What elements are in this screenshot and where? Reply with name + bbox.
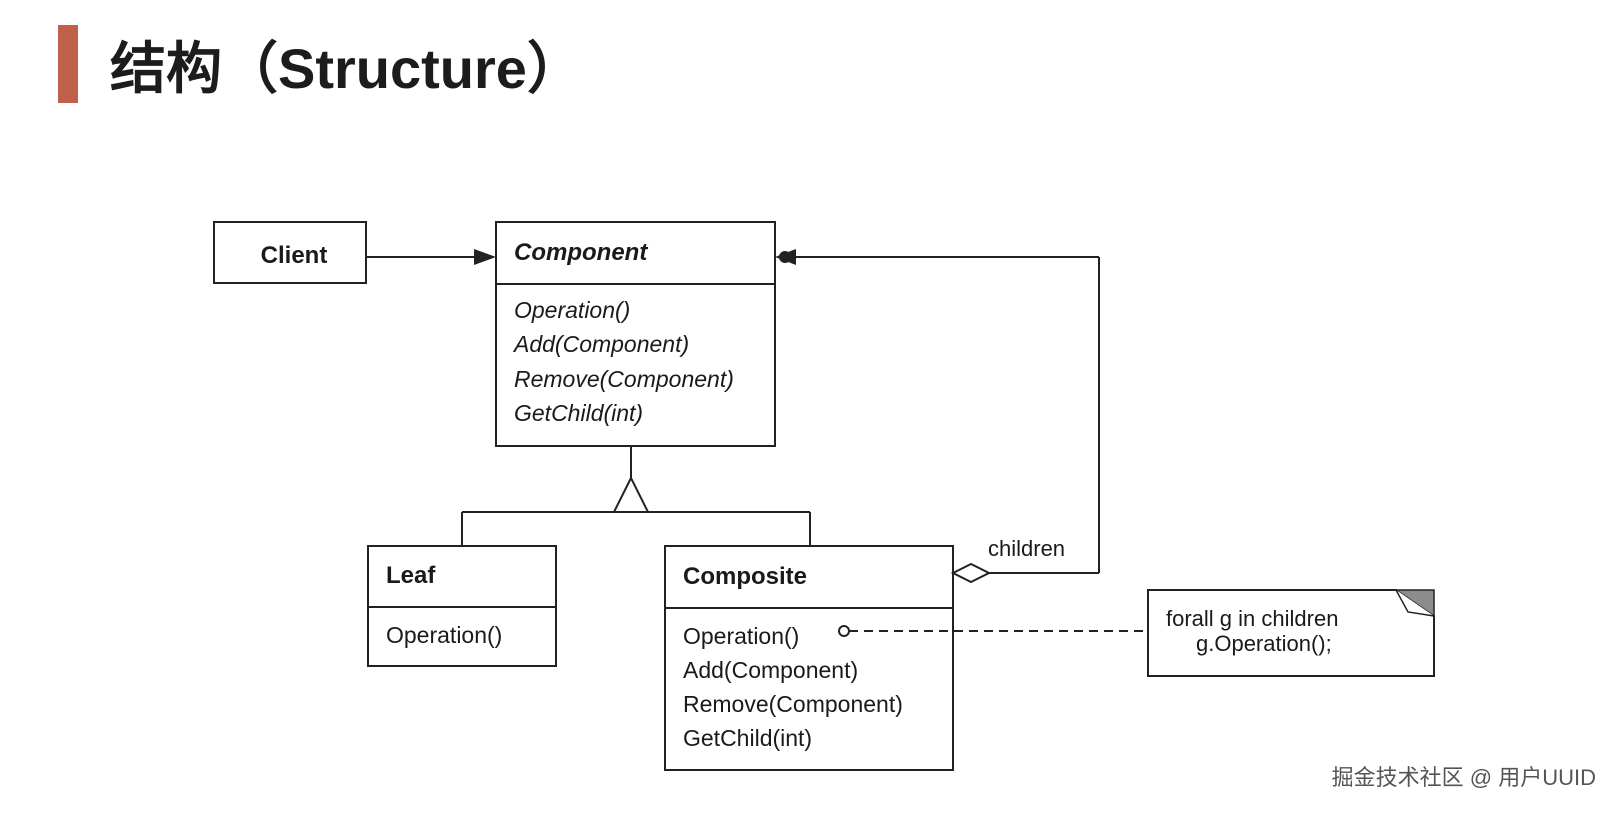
note-line-1: forall g in children [1166,606,1338,631]
class-component-name: Component [514,239,648,266]
composite-op-operation: Operation() [683,623,799,649]
class-leaf[interactable]: Leaf Operation() [367,545,557,667]
component-op-getchild: GetChild(int) [514,400,643,426]
composite-op-getchild: GetChild(int) [683,725,812,751]
page-title: 结构（Structure） [110,37,583,100]
class-composite-name: Composite [683,563,807,590]
leaf-op-operation: Operation() [386,622,502,648]
component-op-operation: Operation() [514,297,630,323]
class-client[interactable]: Client [213,221,367,284]
children-label: children [988,536,1065,561]
class-component[interactable]: Component Operation() Add(Component) Rem… [495,221,776,447]
class-composite[interactable]: Composite Operation() Add(Component) Rem… [664,545,954,771]
aggregation-diamond-icon [950,562,992,584]
client-component-association [366,249,496,265]
title-accent-bar [58,25,78,103]
component-op-remove: Remove(Component) [514,366,734,392]
composite-op-remove: Remove(Component) [683,691,903,717]
implementation-note: forall g in children g.Operation(); [1147,589,1435,677]
note-connector [838,625,1148,637]
class-leaf-name: Leaf [386,562,436,589]
watermark: 掘金技术社区 @ 用户UUID [1331,765,1596,790]
association-arrowhead-icon [474,249,496,265]
children-aggregation: children [775,249,1100,584]
component-op-add: Add(Component) [512,331,689,357]
note-anchor-icon [838,625,850,637]
note-line-2: g.Operation(); [1196,631,1332,656]
composite-op-add: Add(Component) [683,657,858,683]
inheritance-connector [461,446,811,546]
inheritance-triangle-icon [612,475,650,513]
class-client-name: Client [261,242,328,269]
children-arrowhead-icon [775,249,796,265]
